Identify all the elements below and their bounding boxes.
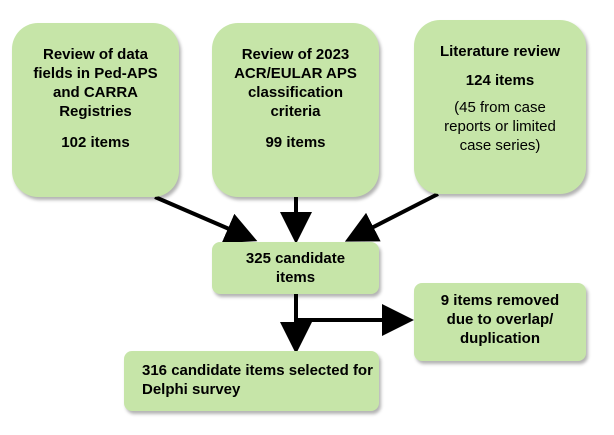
registries-review-count: 102 items [61, 134, 130, 151]
literature-review-box: Literature review 124 items (45 from cas… [414, 20, 586, 194]
literature-review-count: 124 items [465, 72, 535, 89]
candidate-items-box: 325 candidate items [212, 242, 379, 294]
selected-items-box: 316 candidate items selected for Delphi … [124, 351, 379, 411]
criteria-review-title: Review of 2023 ACR/EULAR APS classificat… [234, 46, 357, 120]
removed-items-box: 9 items removed due to overlap/ duplicat… [414, 283, 586, 361]
literature-review-note: (45 from case reports or limited case se… [444, 99, 556, 154]
criteria-review-box: Review of 2023 ACR/EULAR APS classificat… [212, 23, 379, 197]
arrow-registries-to-candidates [154, 195, 258, 244]
arrow-literature-to-candidates [344, 192, 439, 242]
selected-items-label: 316 candidate items selected for Delphi … [142, 362, 373, 398]
registries-review-box: Review of data fields in Ped-APS and CAR… [12, 23, 179, 197]
registries-review-title: Review of data fields in Ped-APS and CAR… [33, 46, 158, 120]
criteria-review-count: 99 items [265, 134, 326, 151]
candidate-items-label: 325 candidate items [245, 250, 346, 286]
literature-review-title: Literature review [439, 43, 561, 60]
removed-items-label: 9 items removed due to overlap/ duplicat… [440, 292, 560, 347]
